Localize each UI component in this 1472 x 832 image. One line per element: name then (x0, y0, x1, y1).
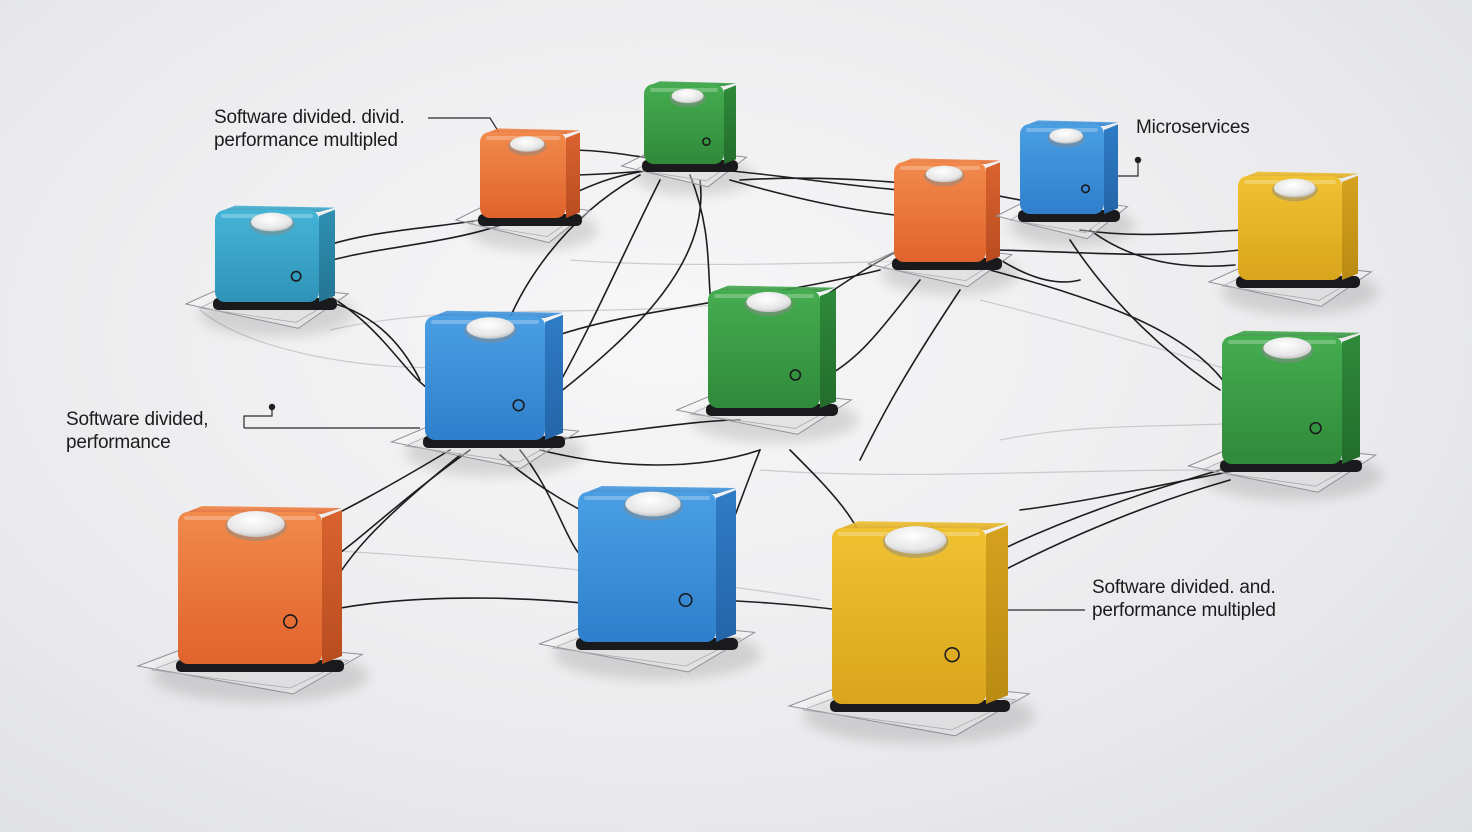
port-icon (1309, 421, 1322, 435)
cube-button-icon (925, 165, 963, 183)
service-cube-yellow-bottom-right (787, 521, 1035, 744)
service-cube-green-right (1186, 330, 1382, 501)
cube-side-face (1342, 334, 1360, 464)
annotation-bottom-right: Software divided. and. performance multi… (1092, 576, 1276, 622)
annotation-line: performance multipled (1092, 600, 1276, 621)
annotation-middle-left: Software divided, performance (66, 408, 209, 454)
service-cube-orange-top-right (866, 158, 1019, 295)
cube-side-face (986, 162, 1000, 262)
cube-button-icon (1263, 337, 1312, 359)
annotation-line: performance multipled (214, 130, 398, 151)
annotation-line: Software divided. and. (1092, 577, 1276, 598)
cube-side-face (986, 525, 1008, 704)
port-icon (283, 614, 298, 629)
cube-button-icon (884, 526, 947, 554)
cube-front-face (1238, 176, 1342, 280)
service-cube-blue-top-right (995, 120, 1135, 247)
cube-button-icon (1049, 128, 1083, 144)
cube-side-face (1342, 175, 1358, 280)
port-icon (944, 646, 960, 663)
cube-button-icon (250, 212, 293, 232)
port-icon (512, 399, 525, 412)
cube-side-face (724, 85, 736, 164)
cube-button-icon (746, 291, 792, 313)
service-cube-green-center (674, 285, 858, 443)
port-icon (678, 592, 693, 608)
cube-front-face (480, 132, 566, 218)
cube-side-face (820, 289, 836, 408)
service-cube-yellow-right (1207, 171, 1378, 315)
cube-top-face (836, 521, 1008, 530)
cube-button-icon (510, 136, 545, 152)
service-cube-blue-bottom (537, 486, 761, 680)
cube-side-face (545, 314, 563, 440)
cube-button-icon (466, 317, 515, 339)
cube-side-face (319, 209, 335, 302)
cube-side-face (566, 132, 580, 218)
annotation-top-right: Microservices (1136, 116, 1250, 139)
callout-dot (268, 403, 276, 411)
cube-button-icon (227, 511, 285, 537)
annotation-top-left: Software divided. divid. performance mul… (214, 106, 405, 152)
cube-side-face (322, 510, 342, 664)
port-icon (1080, 184, 1091, 194)
port-icon (702, 137, 711, 146)
annotation-line: Software divided. divid. (214, 107, 405, 128)
service-cube-orange-bottom-left (135, 506, 368, 702)
cube-side-face (716, 490, 736, 642)
service-cube-teal-top-left (184, 205, 355, 337)
service-cube-orange-top (454, 128, 598, 251)
service-cube-green-top (620, 81, 754, 195)
annotation-line: Software divided, (66, 409, 209, 430)
cube-side-face (1104, 124, 1118, 214)
callout-dot (1134, 156, 1142, 164)
port-icon (290, 270, 302, 282)
cube-button-icon (1274, 178, 1316, 198)
cube-button-icon (625, 491, 681, 517)
service-cube-blue-center-left (389, 310, 585, 477)
cube-button-icon (671, 88, 704, 104)
port-icon (789, 369, 802, 381)
annotation-line: performance (66, 432, 171, 453)
service-cubes (135, 81, 1382, 744)
cube-front-face (894, 162, 986, 262)
annotation-line: Microservices (1136, 117, 1250, 138)
